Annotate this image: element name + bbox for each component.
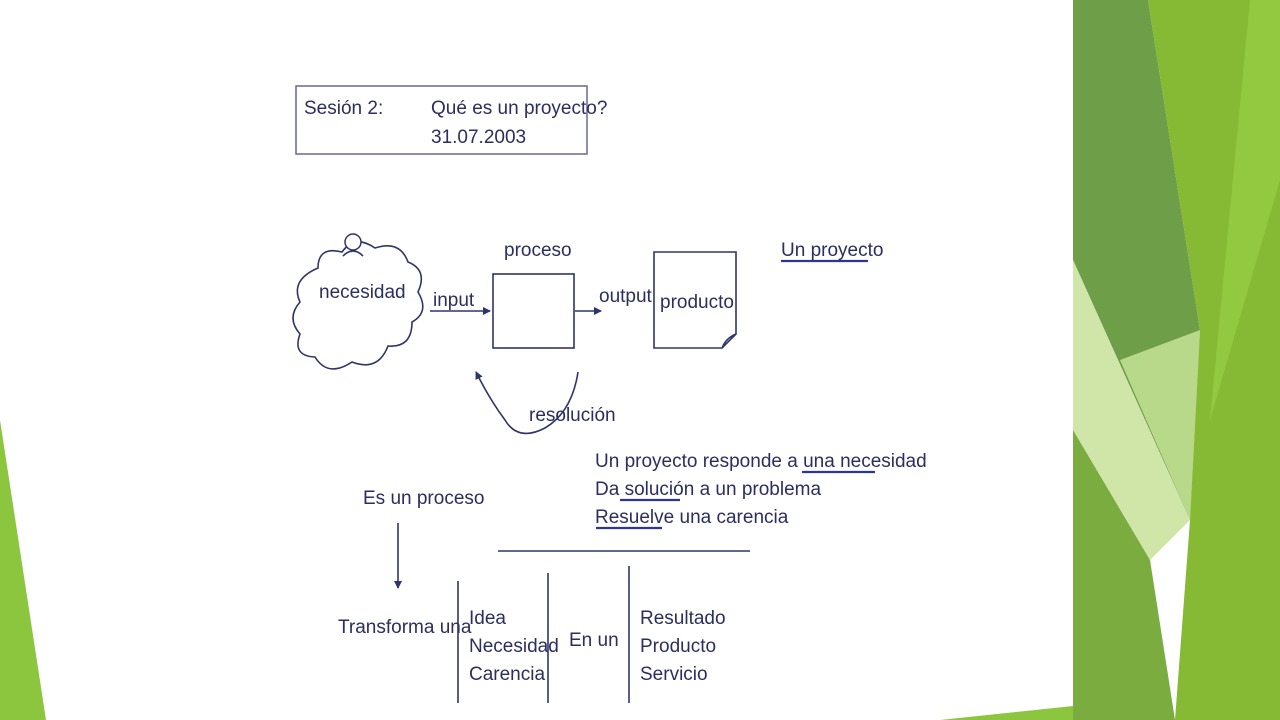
connector-label: En un: [569, 630, 619, 651]
facet-left: [0, 420, 46, 720]
facet-mid: [1073, 430, 1175, 720]
transform-label: Transforma una: [338, 617, 472, 638]
statement-3: Resuelve una carencia: [595, 507, 789, 528]
facet-pale: [1073, 260, 1190, 560]
session-title: Qué es un proyecto?: [431, 98, 607, 119]
input-label: input: [433, 290, 475, 311]
input-item-idea: Idea: [469, 608, 506, 629]
person-icon: [344, 233, 362, 251]
statement-1: Un proyecto responde a una necesidad: [595, 451, 927, 472]
session-date: 31.07.2003: [431, 127, 526, 148]
output-item-servicio: Servicio: [640, 664, 708, 685]
product-document: [653, 251, 737, 349]
product-label: producto: [660, 292, 734, 313]
facet-stripe: [1210, 0, 1280, 420]
need-cloud: [292, 241, 424, 370]
process-label: proceso: [504, 240, 572, 261]
session-header-box: [295, 85, 588, 155]
output-label: output: [599, 286, 653, 307]
feedback-arrow: [475, 371, 579, 435]
facet-pale-2: [1120, 330, 1200, 520]
person-icon-body: [342, 250, 364, 257]
input-item-carencia: Carencia: [469, 664, 545, 685]
process-statement: Es un proceso: [363, 488, 484, 509]
feedback-label: resolución: [529, 405, 616, 426]
facet-bottom: [940, 706, 1073, 720]
input-item-necesidad: Necesidad: [469, 636, 559, 657]
output-item-producto: Producto: [640, 636, 716, 657]
output-item-resultado: Resultado: [640, 608, 726, 629]
side-title: Un proyecto: [781, 240, 883, 261]
session-label: Sesión 2:: [304, 98, 383, 119]
cloud-label: necesidad: [319, 282, 406, 303]
process-box: [492, 273, 575, 349]
statement-2: Da solución a un problema: [595, 479, 821, 500]
